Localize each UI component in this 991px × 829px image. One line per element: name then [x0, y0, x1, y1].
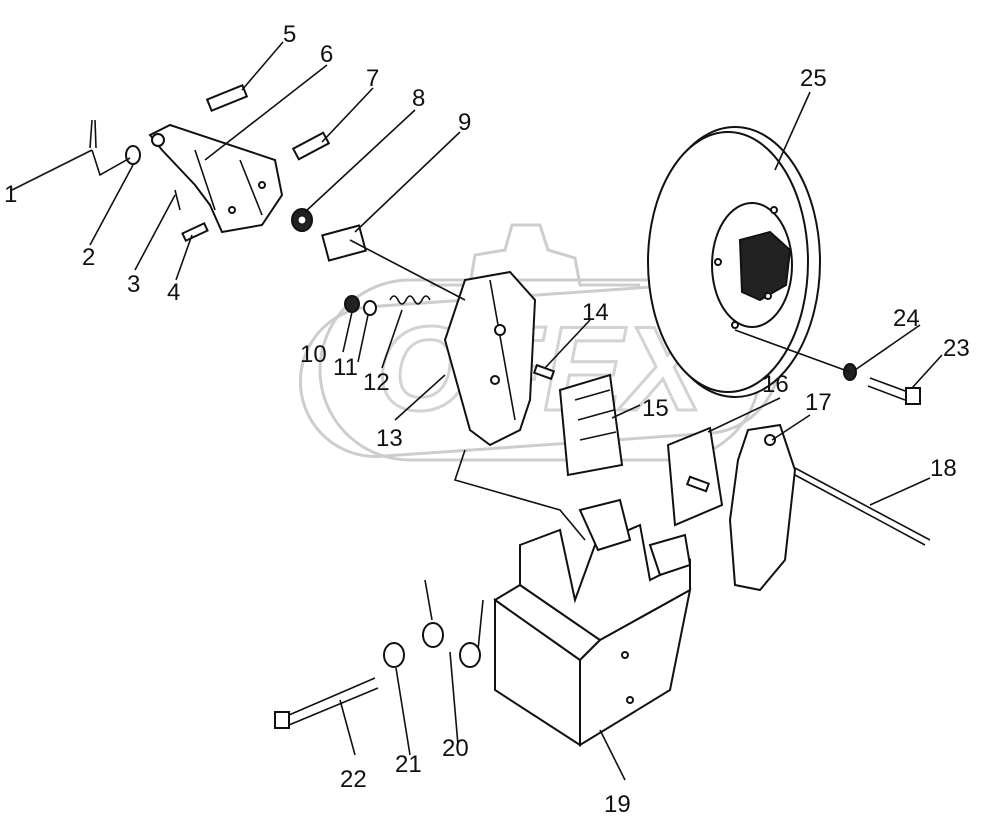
caliper-arm — [443, 270, 537, 447]
washer-11 — [363, 300, 377, 316]
part-label-15: 15 — [642, 395, 669, 422]
cotter-pin — [89, 119, 97, 149]
part-label-6: 6 — [320, 41, 333, 68]
nut-8 — [291, 208, 313, 232]
part-label-17: 17 — [805, 389, 832, 416]
leader-lines — [11, 41, 943, 781]
part-label-18: 18 — [930, 455, 957, 482]
part-label-10: 10 — [300, 341, 327, 368]
spring-12 — [389, 295, 431, 305]
part-label-16: 16 — [762, 371, 789, 398]
caliper-housing — [493, 498, 692, 747]
part-label-24: 24 — [893, 305, 920, 332]
brake-pad — [558, 373, 624, 477]
long-bolt — [794, 467, 931, 546]
torsion-springs — [422, 579, 484, 668]
pin-short — [181, 221, 209, 243]
washer-21 — [383, 642, 405, 668]
part-label-14: 14 — [582, 299, 609, 326]
part-label-2: 2 — [82, 244, 95, 271]
part-label-11: 11 — [333, 354, 358, 381]
bolt-23 — [867, 377, 921, 405]
part-label-25: 25 — [800, 65, 827, 92]
block-9 — [321, 224, 367, 262]
part-label-19: 19 — [604, 791, 631, 818]
pad-plate — [666, 426, 724, 527]
part-label-20: 20 — [442, 735, 469, 762]
washer-small — [125, 145, 141, 165]
mounting-bracket — [148, 123, 284, 234]
part-label-12: 12 — [363, 369, 390, 396]
part-label-4: 4 — [167, 279, 180, 306]
part-label-13: 13 — [376, 425, 403, 452]
part-label-21: 21 — [395, 751, 422, 778]
split-pin — [174, 189, 181, 211]
part-label-22: 22 — [340, 766, 367, 793]
part-label-23: 23 — [943, 335, 970, 362]
part-label-9: 9 — [458, 109, 471, 136]
bolt-5 — [205, 84, 249, 112]
part-label-7: 7 — [366, 65, 379, 92]
nut-10 — [344, 295, 360, 313]
caliper-arm-right — [728, 423, 797, 592]
bolt-22 — [274, 677, 379, 729]
part-label-3: 3 — [127, 271, 140, 298]
pin-7 — [291, 131, 331, 161]
part-label-8: 8 — [412, 85, 425, 112]
part-label-1: 1 — [4, 181, 17, 208]
brake-disc — [647, 126, 821, 398]
part-labels: 1 2 3 4 5 6 7 8 9 10 11 12 13 14 15 16 1… — [4, 21, 970, 818]
part-label-5: 5 — [283, 21, 296, 48]
